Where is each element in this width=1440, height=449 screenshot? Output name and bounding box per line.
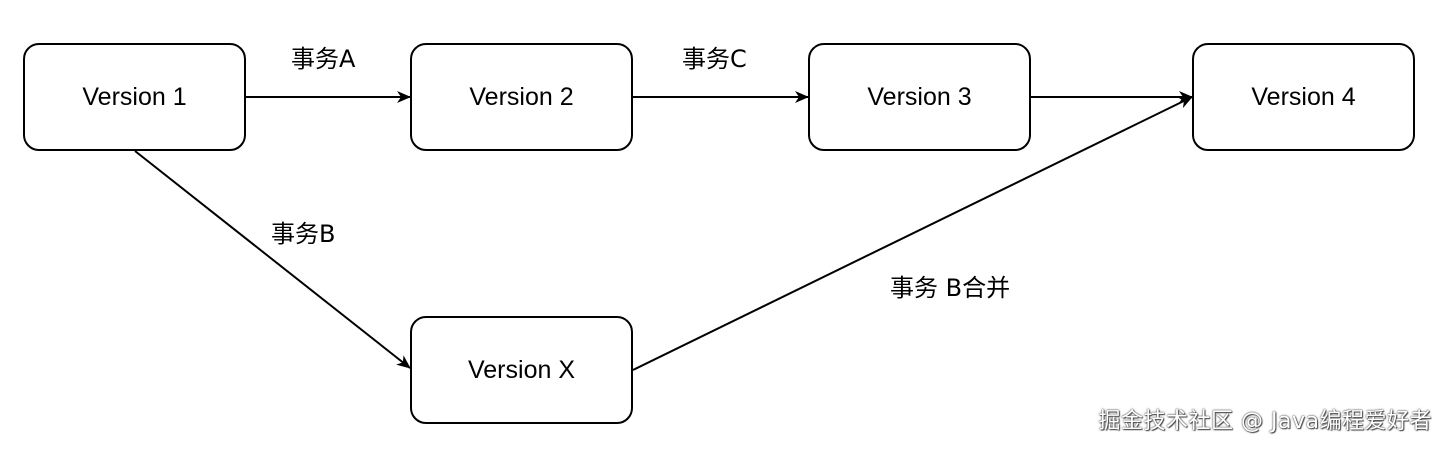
edge-label-transaction-b: 事务B — [271, 220, 335, 248]
edge-v2-to-v3: 事务C — [633, 45, 809, 103]
node-box — [410, 43, 633, 151]
edge-line — [134, 150, 411, 369]
node-version-3: Version 3 — [808, 43, 1031, 151]
node-box — [1192, 43, 1415, 151]
node-box — [23, 43, 246, 151]
node-label: Version 2 — [469, 83, 573, 111]
edge-label-transaction-b-merge: 事务 B合并 — [890, 274, 1010, 302]
node-version-1: Version 1 — [23, 43, 246, 151]
edge-label-transaction-a: 事务A — [291, 45, 356, 73]
node-version-2: Version 2 — [410, 43, 633, 151]
node-label: Version 1 — [82, 83, 186, 111]
edge-line — [632, 96, 1193, 371]
node-box — [808, 43, 1031, 151]
edge-v1-to-vx: 事务B — [134, 150, 411, 369]
node-label: Version 3 — [867, 83, 971, 111]
node-version-x: Version X — [410, 316, 633, 424]
edge-vx-to-v4: 事务 B合并 — [632, 96, 1193, 371]
node-label: Version X — [468, 356, 575, 384]
watermark-text: 掘金技术社区 @ Java编程爱好者 — [1098, 409, 1432, 434]
edge-v1-to-v2: 事务A — [246, 45, 411, 103]
node-box — [410, 316, 633, 424]
node-label: Version 4 — [1251, 83, 1355, 111]
edge-label-transaction-c: 事务C — [682, 45, 747, 73]
node-version-4: Version 4 — [1192, 43, 1415, 151]
